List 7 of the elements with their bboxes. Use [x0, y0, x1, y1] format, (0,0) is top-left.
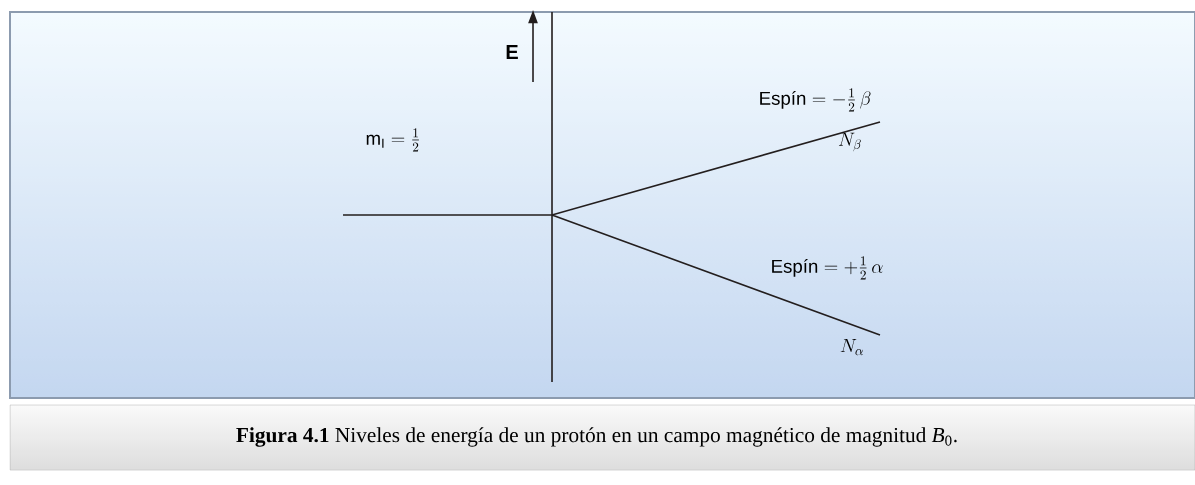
caption-bar: Figura 4.1 Niveles de energía de un protón en un campo magnético de magnitud B$_{0}$.	[9, 404, 1195, 471]
quantum-number-label: $\text{m}_{\text{I}} = \frac{1}{2}$	[366, 128, 419, 152]
population-label: $N_{\beta}$	[838, 132, 861, 152]
spin-level-label: $\text{Espín} = +\frac{1}{2}\,\alpha$	[772, 256, 883, 280]
axis-label: E	[506, 45, 518, 59]
population-label: $N_{\alpha}$	[840, 339, 863, 356]
spin-level-label: $\text{Espín} = -\frac{1}{2}\,\beta$	[760, 88, 871, 112]
